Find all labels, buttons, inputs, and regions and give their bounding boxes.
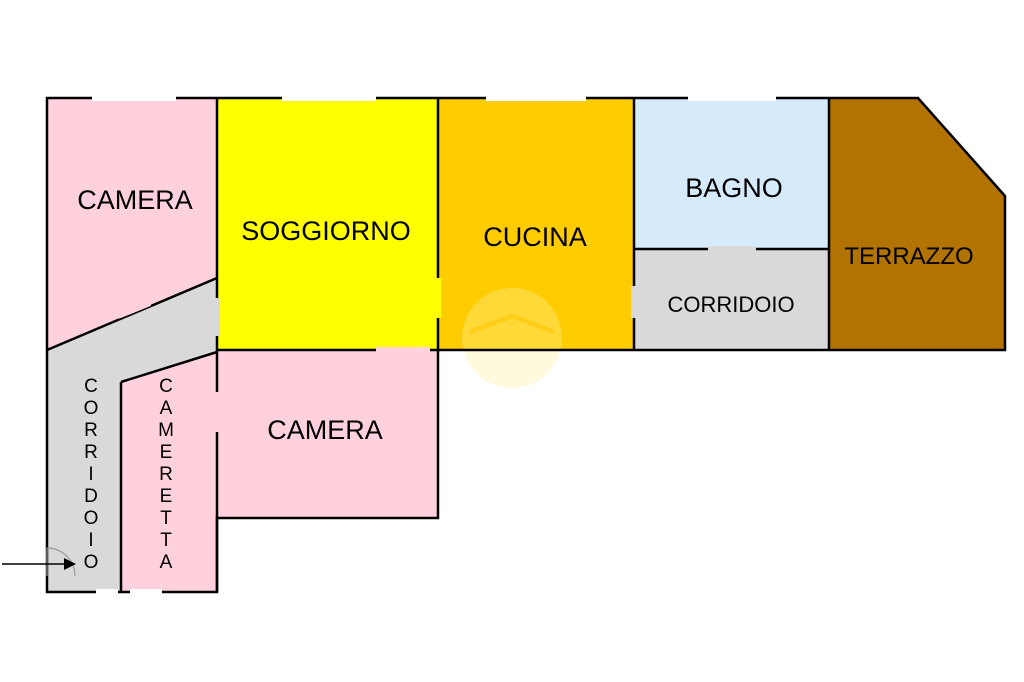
room-fills (47, 98, 1005, 592)
wall-corridor-diag-top (46, 276, 218, 352)
label-camera-top: CAMERA (77, 185, 193, 215)
room-labels: CAMERA SOGGIORNO CUCINA BAGNO CORRIDOIO … (77, 173, 973, 573)
room-camera-top (47, 98, 217, 350)
door-openings (92, 95, 776, 595)
room-soggiorno (218, 98, 438, 350)
label-soggiorno: SOGGIORNO (241, 216, 411, 246)
label-terrazzo: TERRAZZO (844, 243, 973, 270)
watermark-house-icon (462, 288, 562, 388)
opening-camera-top (116, 300, 152, 319)
door-swing-icon (46, 547, 76, 577)
room-camera-bottom (217, 350, 438, 518)
room-corridoio-right (634, 249, 829, 350)
room-terrazzo (829, 98, 1005, 350)
wall-corridor-diag-bottom (120, 350, 218, 384)
label-cucina: CUCINA (483, 222, 587, 252)
room-cucina (438, 98, 634, 350)
label-camera-bottom: CAMERA (267, 415, 383, 445)
label-corridoio-right: CORRIDOIO (667, 292, 794, 317)
room-cameretta (121, 352, 217, 592)
room-corridoio-left (47, 278, 217, 592)
entrance-arrow-icon (2, 558, 76, 570)
label-bagno: BAGNO (685, 173, 783, 203)
room-bagno (634, 98, 829, 249)
